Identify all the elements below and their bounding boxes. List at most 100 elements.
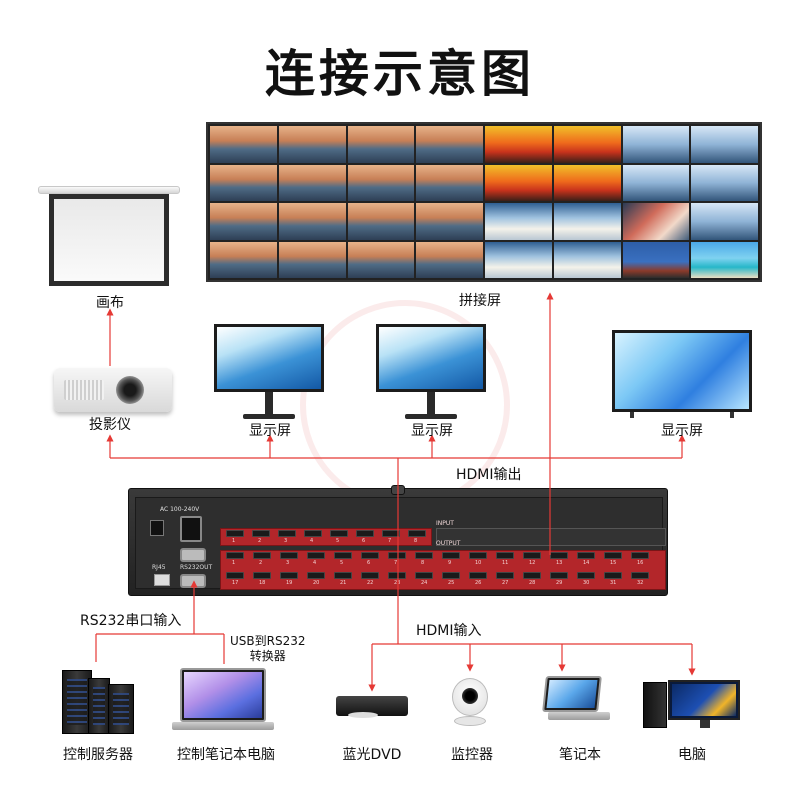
notebook-label: 笔记本 bbox=[559, 747, 601, 763]
input-hdmi-port-24 bbox=[415, 572, 433, 579]
page-title: 连接示意图 bbox=[265, 45, 535, 103]
laptop-base bbox=[172, 722, 274, 730]
rs232-out-port-icon bbox=[180, 548, 206, 562]
output-port-number: 8 bbox=[414, 538, 418, 544]
input-hdmi-port-10 bbox=[469, 552, 487, 559]
port-strip bbox=[436, 528, 666, 546]
input-hdmi-port-5 bbox=[334, 552, 352, 559]
input-hdmi-port-32 bbox=[631, 572, 649, 579]
usb-rs232-label: USB到RS232 转换器 bbox=[230, 634, 306, 663]
input-port-number: 15 bbox=[610, 560, 617, 566]
input-hdmi-port-27 bbox=[496, 572, 514, 579]
input-hdmi-port-7 bbox=[388, 552, 406, 559]
input-hdmi-port-26 bbox=[469, 572, 487, 579]
input-port-number: 31 bbox=[610, 580, 617, 586]
input-port-number: 20 bbox=[313, 580, 320, 586]
input-hdmi-port-20 bbox=[307, 572, 325, 579]
input-port-number: 24 bbox=[421, 580, 428, 586]
input-port-number: 32 bbox=[637, 580, 644, 586]
camera-lens-icon bbox=[462, 688, 478, 704]
server-rack-icon bbox=[108, 684, 134, 734]
ac-label: AC 100-240V bbox=[160, 506, 200, 513]
screen-label: 画布 bbox=[96, 295, 124, 311]
bluray-label: 蓝光DVD bbox=[342, 747, 402, 763]
projection-screen-icon bbox=[49, 194, 169, 286]
power-socket-icon bbox=[180, 516, 202, 542]
input-port-number: 28 bbox=[529, 580, 536, 586]
output-hdmi-port-2 bbox=[252, 530, 270, 537]
input-hdmi-port-1 bbox=[226, 552, 244, 559]
input-port-number: 21 bbox=[340, 580, 347, 586]
output-port-number: 3 bbox=[284, 538, 288, 544]
monitor-2-label: 显示屏 bbox=[411, 423, 453, 439]
input-hdmi-port-13 bbox=[550, 552, 568, 559]
input-hdmi-port-3 bbox=[280, 552, 298, 559]
monitor-1-label: 显示屏 bbox=[249, 423, 291, 439]
tv-label: 显示屏 bbox=[661, 423, 703, 439]
input-port-number: 2 bbox=[259, 560, 263, 566]
laptop-base bbox=[548, 712, 610, 720]
input-port-number: 18 bbox=[259, 580, 266, 586]
input-port-number: 29 bbox=[556, 580, 563, 586]
output-port-number: 4 bbox=[310, 538, 314, 544]
output-hdmi-port-3 bbox=[278, 530, 296, 537]
pc-label: 电脑 bbox=[678, 747, 706, 763]
input-port-number: 30 bbox=[583, 580, 590, 586]
rs232out-label: RS232OUT bbox=[180, 564, 213, 571]
output-hdmi-port-6 bbox=[356, 530, 374, 537]
video-wall-label: 拼接屏 bbox=[459, 293, 501, 309]
input-port-number: 7 bbox=[394, 560, 398, 566]
input-port-number: 6 bbox=[367, 560, 371, 566]
camera-base bbox=[454, 716, 486, 726]
input-hdmi-port-15 bbox=[604, 552, 622, 559]
output-port-number: 7 bbox=[388, 538, 392, 544]
output-port-number: 1 bbox=[232, 538, 236, 544]
control-laptop-label: 控制笔记本电脑 bbox=[177, 747, 275, 763]
camera-label: 监控器 bbox=[451, 747, 493, 763]
bluray-player-icon bbox=[336, 696, 408, 716]
input-port-number: 4 bbox=[313, 560, 317, 566]
rs232-in-label: RS232串口输入 bbox=[80, 613, 182, 629]
input-hdmi-port-28 bbox=[523, 572, 541, 579]
power-switch-icon bbox=[150, 520, 164, 536]
rj45-label: RJ45 bbox=[152, 564, 166, 571]
output-hdmi-port-7 bbox=[382, 530, 400, 537]
output-port-number: 2 bbox=[258, 538, 262, 544]
input-hdmi-port-21 bbox=[334, 572, 352, 579]
input-port-number: 12 bbox=[529, 560, 536, 566]
input-hdmi-port-16 bbox=[631, 552, 649, 559]
input-hdmi-port-4 bbox=[307, 552, 325, 559]
input-hdmi-port-17 bbox=[226, 572, 244, 579]
input-label: INPUT bbox=[436, 520, 454, 527]
input-hdmi-port-11 bbox=[496, 552, 514, 559]
input-port-number: 1 bbox=[232, 560, 236, 566]
input-port-number: 25 bbox=[448, 580, 455, 586]
input-hdmi-port-19 bbox=[280, 572, 298, 579]
output-hdmi-port-5 bbox=[330, 530, 348, 537]
input-port-number: 5 bbox=[340, 560, 344, 566]
projector-icon bbox=[54, 368, 172, 412]
projector-label: 投影仪 bbox=[89, 417, 131, 433]
input-port-number: 23 bbox=[394, 580, 401, 586]
input-hdmi-port-22 bbox=[361, 572, 379, 579]
input-port-number: 3 bbox=[286, 560, 290, 566]
output-port-number: 6 bbox=[362, 538, 366, 544]
input-port-number: 19 bbox=[286, 580, 293, 586]
pc-stand bbox=[700, 720, 710, 728]
tv-icon bbox=[612, 330, 752, 412]
laptop-icon bbox=[180, 668, 266, 722]
output-hdmi-port-8 bbox=[408, 530, 426, 537]
input-port-number: 16 bbox=[637, 560, 644, 566]
input-port-number: 27 bbox=[502, 580, 509, 586]
input-port-number: 14 bbox=[583, 560, 590, 566]
server-rack-icon bbox=[88, 678, 110, 734]
input-hdmi-port-18 bbox=[253, 572, 271, 579]
output-hdmi-port-4 bbox=[304, 530, 322, 537]
input-hdmi-port-8 bbox=[415, 552, 433, 559]
input-hdmi-port-30 bbox=[577, 572, 595, 579]
input-hdmi-port-23 bbox=[388, 572, 406, 579]
input-hdmi-port-25 bbox=[442, 572, 460, 579]
output-port-number: 5 bbox=[336, 538, 340, 544]
output-hdmi-port-1 bbox=[226, 530, 244, 537]
